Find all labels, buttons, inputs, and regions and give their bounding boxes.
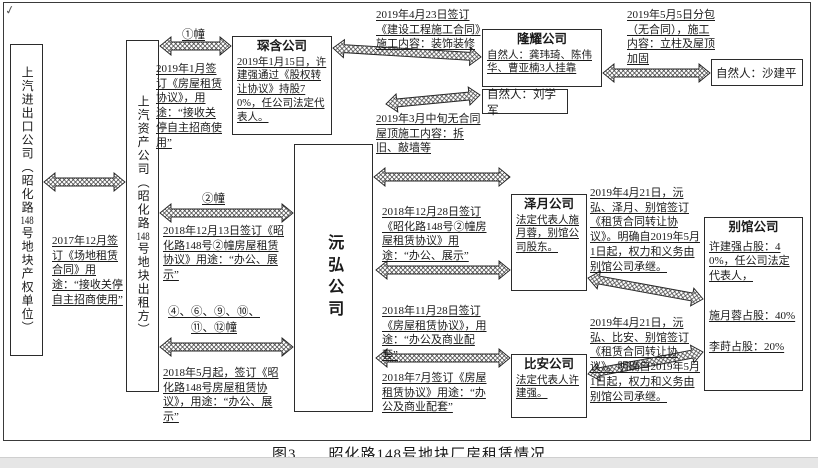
note-transfer-bian: 2019年4月21日，沅弘、比安、别馆签订《租赁合同转让协议》。明确自2019年… — [590, 317, 700, 403]
saic-asset-label: 上汽资产公司（昭化路148号地块出租方） — [136, 95, 151, 337]
chenhan-title: 琛含公司 — [256, 39, 307, 53]
box-saic-import-export: 上汽进出口公司（昭化路148号地块产权单位） — [10, 44, 43, 356]
shajianping-label: 自然人：沙建平 — [716, 67, 797, 80]
arrow-asset-yuanhong-group — [159, 337, 294, 357]
box-yuanhong-company: 沅弘公司 — [294, 144, 373, 412]
arrow-yuanhong-zeyue — [373, 167, 511, 187]
bieguan-share-lishi: 李莳占股：20% — [709, 340, 785, 353]
bieguan-share-shiyuerong: 施月蓉占股：40% — [709, 310, 796, 323]
bieguan-share-xujianqiang: 许建强占股：40%，任公司法定代表人， — [709, 240, 790, 282]
box-bieguan-company: 别馆公司 许建强占股：40%，任公司法定代表人， 施月蓉占股：40% 李莳占股：… — [704, 217, 803, 391]
note-transfer-zeyue: 2019年4月21日，沅弘、泽月、别馆签订《租赁合同转让协议》。明确自2019年… — [590, 187, 700, 273]
box-natural-person-shajianping: 自然人：沙建平 — [711, 59, 803, 86]
box-saic-asset: 上汽资产公司（昭化路148号地块出租方） — [126, 40, 159, 392]
arrow-asset-yuanhong-b2 — [159, 203, 294, 223]
note-lease-buildings-group: 2018年5月起，签订《昭化路148号房屋租赁协议》，用途：“办公、展示” — [163, 367, 279, 424]
note-lease-building1: 2019年1月签订《房屋租赁协议》，用途：“接收关停自主招商使用” — [156, 63, 222, 149]
note-lease-saic: 2017年12月签订《场地租赁合同》用途：“接收关停自主招商使用” — [52, 235, 123, 306]
longyao-title: 隆耀公司 — [516, 32, 567, 46]
box-bian-company: 比安公司 法定代表人许建强。 — [511, 354, 587, 418]
note-sublease-building2: 2018年12月28日签订《昭化路148号②幢房屋租赁协议》用途：“办公、展示” — [382, 206, 487, 263]
saic-import-export-label: 上汽进出口公司（昭化路148号地块产权单位） — [20, 65, 35, 335]
zeyue-title: 泽月公司 — [523, 197, 574, 211]
box-longyao-company: 隆耀公司 自然人：龚玮琦、陈伟华、曹亚楠3人挂靠 — [482, 29, 602, 87]
note-subcontract-no-contract: 2019年5月5日分包（无合同），施工内容：立柱及屋顶加固 — [627, 9, 715, 66]
buildings-group-tag: ④、⑥、⑨、⑩、⑪、⑫幢 — [168, 306, 260, 334]
box-zeyue-company: 泽月公司 法定代表人施月蓉，别馆公司股东。 — [511, 194, 587, 291]
longyao-body: 自然人：龚玮琦、陈伟华、曹亚楠3人挂靠 — [487, 49, 592, 75]
arrow-zeyue-bieguan — [587, 270, 704, 307]
note-roofwork-no-contract: 2019年3月中旬无合同屋顶施工内容：拆旧、敲墙等 — [376, 113, 481, 155]
note-lease-building2: 2018年12月13日签订《昭化路148号②幢房屋租赁协议》用途：“办公、展示” — [163, 225, 284, 282]
zeyue-body: 法定代表人施月蓉，别馆公司股东。 — [516, 214, 579, 254]
building2-tag: ②幢 — [202, 193, 225, 205]
bian-title: 比安公司 — [523, 357, 574, 371]
building1-tag: ①幢 — [182, 29, 205, 41]
liuxuejun-label: 自然人：刘学军 — [487, 88, 556, 117]
note-sublease-office1: 2018年11月28日签订《房屋租赁协议》，用途：“办公及商业配套” — [382, 305, 487, 362]
box-natural-person-liuxuejun: 自然人：刘学军 — [482, 89, 568, 117]
yuanhong-title: 沅弘公司 — [325, 234, 343, 322]
bieguan-title: 别馆公司 — [728, 220, 779, 234]
arrow-saicie-saicasset — [43, 172, 126, 192]
note-sublease-office2: 2018年7月签订《房屋租赁协议》用途：“办公及商业配套” — [382, 372, 487, 414]
note-construction-contract: 2019年4月23日签订《建设工程施工合同》施工内容：装饰装修 — [376, 9, 481, 51]
chenhan-body: 2019年1月15日，许建强通过《股权转让协议》持股70%，任公司法定代表人。 — [237, 56, 327, 124]
box-chenhan-company: 琛含公司 2019年1月15日，许建强通过《股权转让协议》持股70%，任公司法定… — [232, 36, 332, 135]
arrow-chenhan-liuxuejun — [385, 86, 481, 113]
page-edge — [0, 457, 818, 468]
bian-body: 法定代表人许建强。 — [516, 374, 579, 400]
